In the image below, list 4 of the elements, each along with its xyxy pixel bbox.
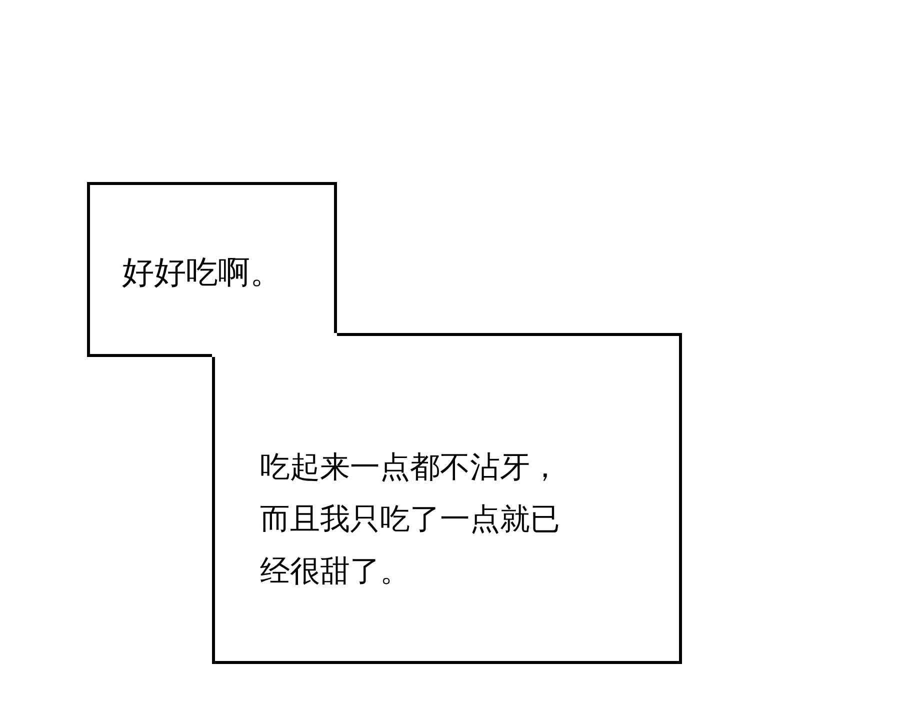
speech-box (212, 333, 682, 664)
speech-text: 吃起来一点都不沾牙，而且我只吃了一点就已经很甜了。 (260, 449, 561, 591)
speech-text: 好好吃啊。 (122, 252, 283, 292)
speech-box (87, 182, 337, 357)
